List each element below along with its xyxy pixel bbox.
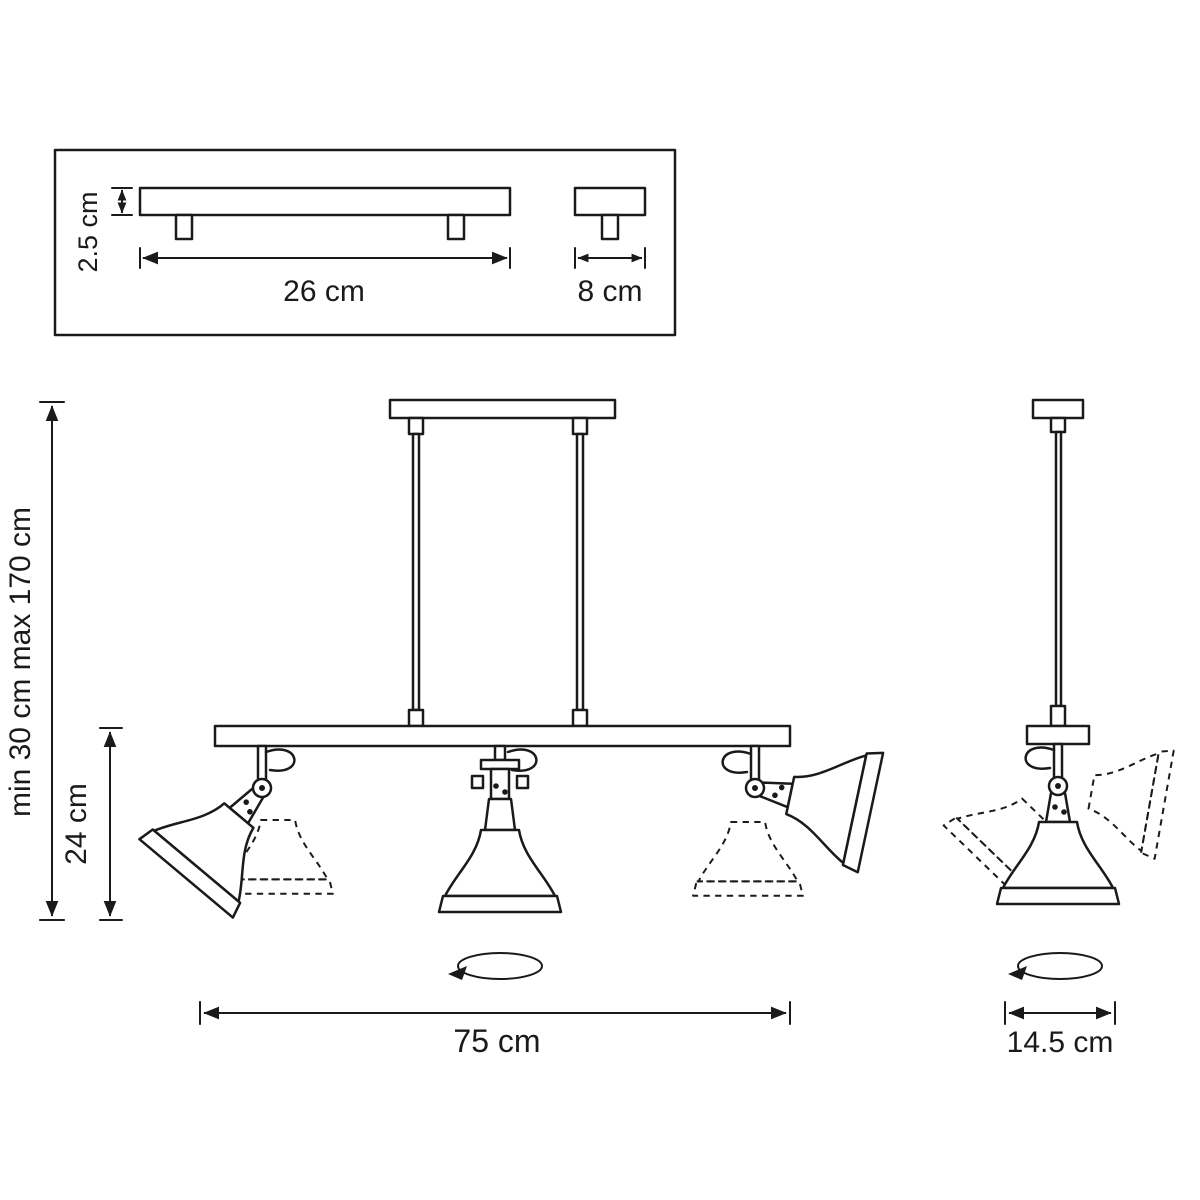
mount-screw-left [174,213,194,241]
mount-plate-body [138,186,512,217]
cable-loop [264,748,296,772]
plate-thickness-label: 2.5 cm [73,191,103,272]
lamp-bracket [256,744,268,784]
mount-plate-end-body [573,186,647,217]
cable-loop [506,748,538,772]
lamp-neck [483,797,517,832]
plate-length-label: 26 cm [283,275,365,308]
ghost-shade-right [692,821,804,897]
mount-screw-end [600,213,620,241]
dim-plate-thickness: 2.5 cm [73,187,133,273]
rod-collar-top-left [407,416,425,436]
panel-frame [53,148,677,337]
fixture-bar-end [1025,724,1091,746]
lamp-bracket [1052,742,1064,780]
cable-loop [1024,746,1056,770]
ghost-shade-right [1080,736,1175,860]
single-pendant-drawing [942,398,1175,980]
fixture-bar [213,724,792,748]
ceiling-canopy [1031,398,1085,420]
suspension-rod-left [411,432,421,712]
dim-fixture-length: 75 cm [199,1001,791,1059]
lamp-bracket [749,744,761,784]
ceiling-canopy [388,398,617,420]
rotation-ellipse [1017,952,1103,980]
rod-collar-bottom-right [571,708,589,728]
rotation-arrowhead-icon [448,966,467,980]
rotation-indicator [448,952,543,980]
wire-collar-top [1049,416,1067,434]
mount-screw-right [446,213,466,241]
lamp-shade [997,777,1119,904]
single-width-label: 14.5 cm [1007,1026,1114,1059]
lamp-center [437,744,563,914]
plate-width-label: 8 cm [577,275,642,308]
mount-plate-panel: 2.5 cm 26 cm 8 cm [53,148,677,337]
dim-single-width: 14.5 cm [1004,1001,1116,1059]
lamp-left [139,742,314,918]
suspension-wire [1054,430,1063,708]
lamp-right [721,726,883,872]
wire-collar-bottom [1049,704,1067,728]
cable-loop [721,750,753,774]
rotation-indicator [1008,952,1103,980]
mount-plate-end-view [573,186,647,241]
dim-plate-length: 26 cm [139,247,511,308]
triple-pendant-drawing [139,398,883,980]
screw-dot [493,783,499,789]
fixture-length-label: 75 cm [453,1023,540,1059]
dim-suspension-height: min 30 cm max 170 cm [4,401,65,921]
dim-plate-width: 8 cm [574,247,646,308]
lamp-column [489,767,511,801]
lamp-pin-left [470,774,485,790]
lamp-plate [479,758,521,771]
suspension-height-label: min 30 cm max 170 cm [4,507,37,817]
lamp-stem [493,744,507,762]
shade-drop-label: 24 cm [60,783,93,865]
suspension-rod-right [575,432,585,712]
screw-dot [502,789,508,795]
mount-plate-side-view [138,186,512,241]
dim-shade-drop: 24 cm [60,727,123,921]
rod-collar-top-right [571,416,589,436]
rotation-ellipse [457,952,543,980]
rod-collar-bottom-left [407,708,425,728]
rotation-arrowhead-icon [1008,966,1027,980]
lamp-shade [437,828,563,914]
lamp-pin-right [515,774,530,790]
